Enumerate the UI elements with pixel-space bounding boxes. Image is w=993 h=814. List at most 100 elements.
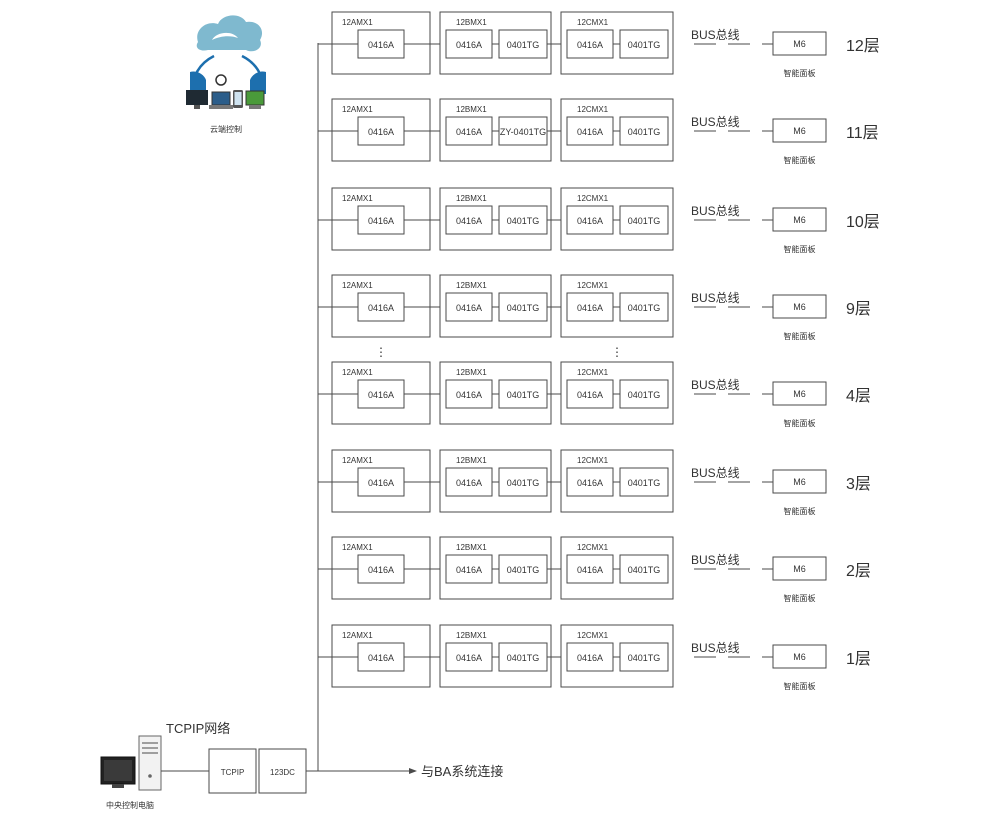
smart-panel-model: M6 bbox=[793, 652, 806, 662]
desktop-stand-icon bbox=[194, 105, 200, 109]
cabinet-b-module-2-label: ZY-0401TG bbox=[500, 127, 546, 137]
floor-label: 2层 bbox=[846, 563, 871, 580]
cloud-control-label: 云端控制 bbox=[210, 124, 242, 134]
cabinet-b-module-1-label: 0416A bbox=[456, 216, 482, 226]
cabinet-b-module-1-label: 0416A bbox=[456, 653, 482, 663]
cabinet-a-title: 12AMX1 bbox=[342, 281, 373, 290]
bus-label: BUS总线 bbox=[691, 28, 740, 42]
green-monitor-base-icon bbox=[249, 105, 261, 109]
cabinet-b-module-1-label: 0416A bbox=[456, 478, 482, 488]
cabinet-c-module-2-label: 0401TG bbox=[628, 478, 661, 488]
cabinet-a-title: 12AMX1 bbox=[342, 368, 373, 377]
cabinet-c-module-2-label: 0401TG bbox=[628, 216, 661, 226]
cabinet-c-module-2-label: 0401TG bbox=[628, 390, 661, 400]
tcpip-box-label: TCPIP bbox=[221, 768, 245, 777]
tablet-screen-icon bbox=[234, 92, 242, 105]
tcpip-box bbox=[208, 748, 257, 794]
cabinet-c-module-1 bbox=[566, 116, 614, 146]
floor-label: 3层 bbox=[846, 476, 871, 493]
cabinet-b-title: 12BMX1 bbox=[456, 281, 487, 290]
cabinet-b-module-2 bbox=[498, 29, 548, 59]
cabinet-c-module-2 bbox=[619, 467, 669, 497]
cabinet-b-module-2-label: 0401TG bbox=[507, 303, 540, 313]
cabinet-c-title: 12CMX1 bbox=[577, 543, 609, 552]
cabinet-a-title: 12AMX1 bbox=[342, 456, 373, 465]
cabinet-c-module-1-label: 0416A bbox=[577, 478, 603, 488]
cabinet-a-module-label: 0416A bbox=[368, 216, 394, 226]
cabinet-a-module bbox=[357, 379, 405, 409]
cabinet-c-module-2 bbox=[619, 116, 669, 146]
smart-panel-label: 智能面板 bbox=[784, 418, 816, 428]
floor-label: 4层 bbox=[846, 388, 871, 405]
blue-half-cloud-left-icon bbox=[190, 71, 206, 94]
cabinet-b-module-1-label: 0416A bbox=[456, 565, 482, 575]
smart-panel-label: 智能面板 bbox=[784, 244, 816, 254]
cabinet-c-module-1-label: 0416A bbox=[577, 127, 603, 137]
cabinet-c-module-1-label: 0416A bbox=[577, 216, 603, 226]
cabinet-a-module-label: 0416A bbox=[368, 127, 394, 137]
cabinet-b-module-1-label: 0416A bbox=[456, 303, 482, 313]
cabinet-c-module-2 bbox=[619, 379, 669, 409]
central-computer-label: 中央控制电脑 bbox=[106, 800, 154, 810]
cabinet-c-module-2-label: 0401TG bbox=[628, 40, 661, 50]
cloud-control-illustration: 云端控制 bbox=[186, 15, 266, 134]
cabinet-b-title: 12BMX1 bbox=[456, 631, 487, 640]
green-screen-monitor-icon bbox=[245, 90, 265, 106]
cabinet-c-module-1-label: 0416A bbox=[577, 653, 603, 663]
smart-panel-model: M6 bbox=[793, 126, 806, 136]
smart-panel bbox=[772, 381, 827, 406]
cabinet-b-module-1 bbox=[445, 642, 493, 672]
cabinet-c-module-1 bbox=[566, 379, 614, 409]
cabinet-b-module-2 bbox=[498, 116, 548, 146]
cabinet-b-module-2-label: 0401TG bbox=[507, 40, 540, 50]
cabinet-c-title: 12CMX1 bbox=[577, 105, 609, 114]
cabinet-a-module-label: 0416A bbox=[368, 303, 394, 313]
cabinet-c-module-1 bbox=[566, 642, 614, 672]
smart-panel bbox=[772, 118, 827, 143]
cabinet-a-title: 12AMX1 bbox=[342, 18, 373, 27]
computer-tower-icon bbox=[138, 735, 162, 791]
cabinet-b-module-2 bbox=[498, 642, 548, 672]
cabinet-c-module-1-label: 0416A bbox=[577, 303, 603, 313]
bus-label: BUS总线 bbox=[691, 553, 740, 567]
cabinet-b-module-2 bbox=[498, 205, 548, 235]
floor-label: 10层 bbox=[846, 214, 880, 231]
smart-panel-model: M6 bbox=[793, 477, 806, 487]
ba-connection-label: 与BA系统连接 bbox=[421, 764, 503, 779]
cabinet-b-module-2-label: 0401TG bbox=[507, 653, 540, 663]
bus-label: BUS总线 bbox=[691, 115, 740, 129]
cabinet-a-module bbox=[357, 205, 405, 235]
cabinet-b-title: 12BMX1 bbox=[456, 543, 487, 552]
cabinet-c-module-2 bbox=[619, 29, 669, 59]
central-computer: 中央控制电脑 bbox=[100, 735, 162, 810]
cabinet-c-module-2 bbox=[619, 554, 669, 584]
cabinet-b-module-1-label: 0416A bbox=[456, 390, 482, 400]
floor-label: 9层 bbox=[846, 301, 871, 318]
cabinet-b-title: 12BMX1 bbox=[456, 368, 487, 377]
smart-panel-model: M6 bbox=[793, 389, 806, 399]
bus-label: BUS总线 bbox=[691, 641, 740, 655]
cabinet-c-title: 12CMX1 bbox=[577, 631, 609, 640]
cabinet-b-title: 12BMX1 bbox=[456, 456, 487, 465]
bus-label: BUS总线 bbox=[691, 466, 740, 480]
cloud-swirl-icon bbox=[212, 32, 238, 40]
cabinet-b-module-1-label: 0416A bbox=[456, 127, 482, 137]
dc-box bbox=[258, 748, 307, 794]
laptop-screen-icon bbox=[211, 91, 231, 106]
cabinet-c-module-2-label: 0401TG bbox=[628, 127, 661, 137]
ellipsis-left: ⋮ bbox=[375, 345, 387, 359]
dc-box-label: 123DC bbox=[270, 768, 295, 777]
tower-power-icon bbox=[148, 774, 152, 778]
smart-panel bbox=[772, 644, 827, 669]
cabinet-b-title: 12BMX1 bbox=[456, 105, 487, 114]
cabinet-b-module-2-label: 0401TG bbox=[507, 216, 540, 226]
cabinet-a-module-label: 0416A bbox=[368, 565, 394, 575]
cabinet-b-module-1-label: 0416A bbox=[456, 40, 482, 50]
cabinet-c-module-1 bbox=[566, 292, 614, 322]
smart-panel-label: 智能面板 bbox=[784, 506, 816, 516]
smart-panel-model: M6 bbox=[793, 302, 806, 312]
